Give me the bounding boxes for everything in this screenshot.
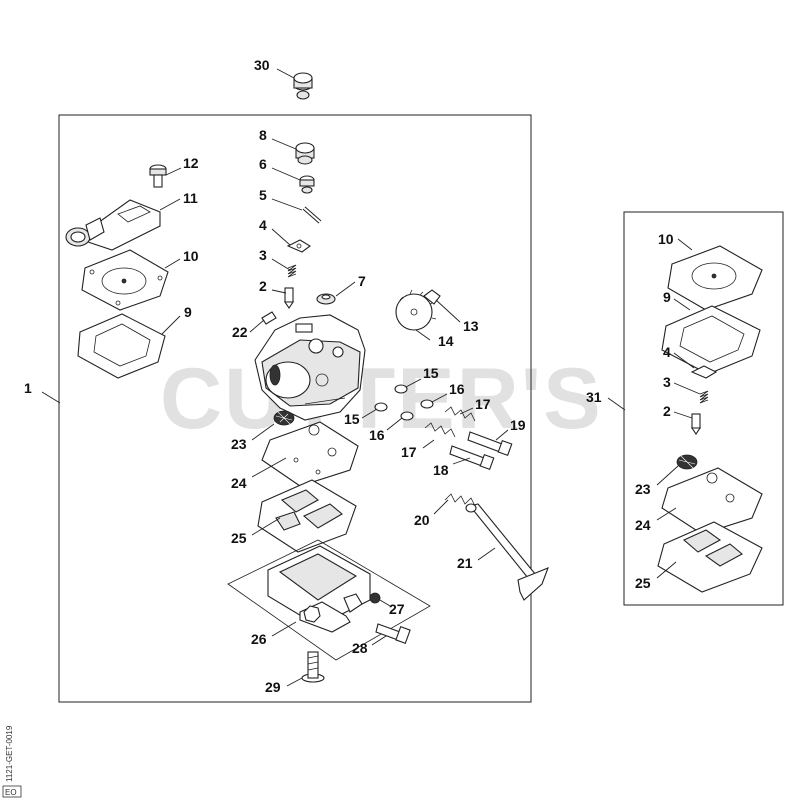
- kit-label-31: 31: [586, 389, 602, 405]
- figure-code: EO: [5, 788, 17, 797]
- label-25: 25: [231, 530, 247, 546]
- label-22: 22: [232, 324, 248, 340]
- part-9-gasket: [77, 313, 166, 379]
- part-21-choke-shaft: [465, 503, 549, 601]
- part-20-spring: [444, 493, 476, 507]
- label-29: 29: [265, 679, 281, 695]
- part-4-inlet-lever: [286, 239, 311, 253]
- label-28: 28: [352, 640, 368, 656]
- label-11: 11: [183, 190, 198, 206]
- part-3-spring: [287, 264, 297, 278]
- part-17-spring-lower: [424, 422, 456, 438]
- label-17-upper: 17: [475, 396, 491, 412]
- label-17-lower: 17: [401, 444, 417, 460]
- part-17-spring-upper: [444, 406, 476, 422]
- kit-part-4-inlet-lever: [690, 365, 718, 379]
- kit-part-3-spring: [699, 390, 709, 404]
- kit-label-25: 25: [635, 575, 651, 591]
- label-9: 9: [184, 304, 192, 320]
- label-6: 6: [259, 156, 267, 172]
- label-13: 13: [463, 318, 479, 334]
- label-8: 8: [259, 127, 267, 143]
- part-24-gasket: [261, 421, 359, 487]
- repair-kit-frame: [623, 211, 784, 606]
- label-15-upper: 15: [423, 365, 439, 381]
- label-27: 27: [389, 601, 405, 617]
- label-16-upper: 16: [449, 381, 465, 397]
- part-22-screw: [261, 311, 277, 325]
- kit-label-3: 3: [663, 374, 671, 390]
- part-26-metering-cover: [227, 539, 431, 661]
- part-16-washer-lower: [400, 411, 414, 421]
- main-assembly-frame: [58, 114, 532, 703]
- label-2: 2: [259, 278, 267, 294]
- part-10-pump-diaphragm: [81, 249, 169, 311]
- kit-label-24: 24: [635, 517, 651, 533]
- part-27-ball: [369, 592, 381, 604]
- leader-lines: [41, 68, 701, 687]
- part-6-screw: [299, 175, 315, 194]
- part-11-pump-cover: [65, 199, 161, 251]
- part-19-adjusting-screw: [467, 431, 513, 457]
- part-29-screw: [301, 651, 325, 683]
- label-4: 4: [259, 217, 267, 233]
- kit-label-10: 10: [658, 231, 674, 247]
- label-24: 24: [231, 475, 247, 491]
- kit-part-23-strainer: [676, 454, 698, 470]
- part-18-adjusting-screw: [449, 445, 495, 471]
- label-16-lower: 16: [369, 427, 385, 443]
- part-1-carburetor-body: [254, 314, 366, 421]
- part-14-throttle-plate: [395, 289, 437, 331]
- label-3: 3: [259, 247, 267, 263]
- part-30-plug: [293, 72, 313, 100]
- label-14: 14: [438, 333, 454, 349]
- kit-part-2-inlet-needle: [690, 413, 702, 435]
- figure-code-box: [2, 785, 22, 798]
- kit-part-9-gasket: [661, 305, 761, 375]
- label-5: 5: [259, 187, 267, 203]
- part-15-washer-upper: [394, 384, 408, 394]
- label-15-lower: 15: [344, 411, 360, 427]
- kit-part-24-gasket: [661, 467, 763, 535]
- part-25-metering-diaphragm: [257, 479, 357, 553]
- label-26: 26: [251, 631, 267, 647]
- label-19: 19: [510, 417, 526, 433]
- label-20: 20: [414, 512, 430, 528]
- label-30: 30: [254, 57, 270, 73]
- kit-label-4: 4: [663, 344, 671, 360]
- part-7-washer: [316, 293, 336, 305]
- part-2-inlet-needle: [283, 287, 295, 309]
- kit-label-9: 9: [663, 289, 671, 305]
- label-12: 12: [183, 155, 199, 171]
- label-18: 18: [433, 462, 449, 478]
- part-15-washer-lower: [374, 402, 388, 412]
- label-23: 23: [231, 436, 247, 452]
- watermark-text: CUTTER'S: [160, 351, 603, 447]
- label-1: 1: [24, 380, 32, 396]
- part-23-strainer: [273, 410, 295, 426]
- kit-part-25-metering-diaphragm: [657, 521, 763, 593]
- label-10: 10: [183, 248, 199, 264]
- part-8-plug: [295, 142, 315, 165]
- part-12-screw: [149, 164, 167, 188]
- kit-label-2: 2: [663, 403, 671, 419]
- kit-part-10-pump-diaphragm: [667, 245, 763, 311]
- figure-reference: 1121-GET-0019: [5, 725, 14, 782]
- part-28-screw: [375, 623, 411, 644]
- kit-label-23: 23: [635, 481, 651, 497]
- part-16-washer-upper: [420, 399, 434, 409]
- label-21: 21: [457, 555, 473, 571]
- label-7: 7: [358, 273, 366, 289]
